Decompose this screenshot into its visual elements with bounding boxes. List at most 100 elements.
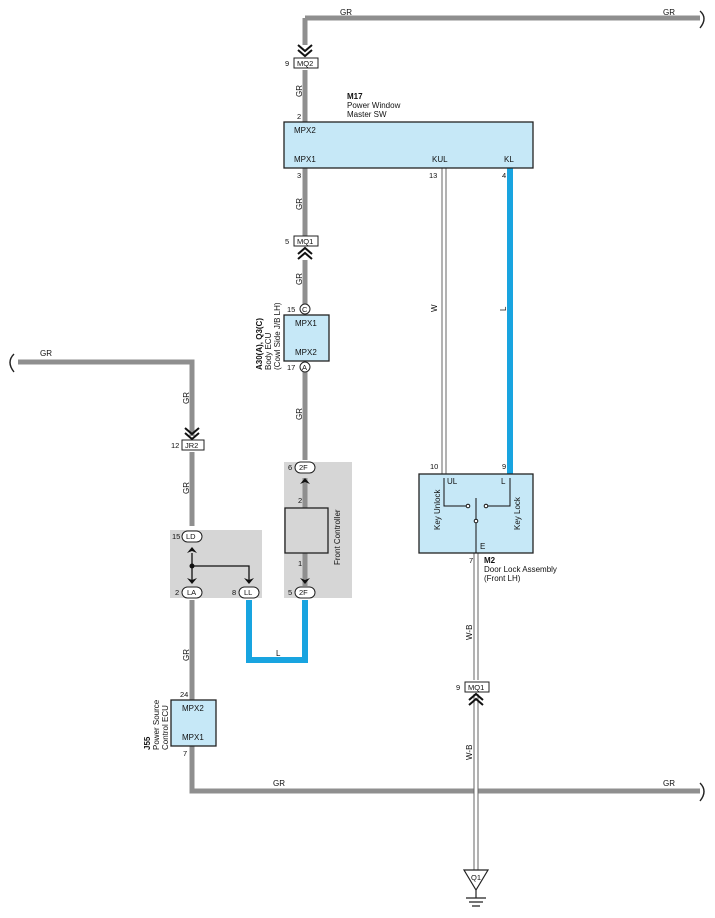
wire-label-l: L xyxy=(499,306,508,311)
junction-ll-label: LL xyxy=(244,588,252,597)
jr2-connector-arrow-icon xyxy=(184,427,200,441)
jr2-label: JR2 xyxy=(185,441,198,450)
front-controller-conn-top-label: 2F xyxy=(299,463,308,472)
j55-name-line2: Control ECU xyxy=(161,705,170,750)
junction-ld xyxy=(181,530,203,543)
junction-wire xyxy=(192,565,250,582)
front-controller-pin-top: 2 xyxy=(298,496,302,505)
wire-label-gr: GR xyxy=(40,349,52,358)
junction-la-pin-number: 2 xyxy=(175,588,179,597)
junction-ll-pin-number: 8 xyxy=(232,588,236,597)
junction-la-label: LA xyxy=(187,588,196,597)
m17-pin-kul: KUL xyxy=(432,155,448,164)
junction-ll-arrow-icon xyxy=(244,578,254,584)
front-controller-top-arrow-icon xyxy=(300,478,310,484)
mq2-connector-arrow-icon xyxy=(297,44,313,58)
j55-pin-number: 24 xyxy=(180,690,188,699)
body-ecu-code: A30(A), Q3(C) xyxy=(255,318,264,370)
wire-label-l: L xyxy=(276,649,281,658)
j55-pin-number: 7 xyxy=(183,749,187,758)
body-ecu-conn-a xyxy=(299,361,311,373)
junction-ld-label: LD xyxy=(186,532,196,541)
m17-name-line2: Master SW xyxy=(347,110,387,119)
body-ecu-pin-mpx2: MPX2 xyxy=(295,348,317,357)
m2-switch-pivot xyxy=(473,518,479,524)
body-ecu-pin-number: 17 xyxy=(287,363,295,372)
m17-pin-kl: KL xyxy=(504,155,514,164)
m17-power-window-master-sw xyxy=(283,121,534,169)
m2-pin-number: 9 xyxy=(502,462,506,471)
junction-ld-pin-number: 15 xyxy=(172,532,180,541)
m2-key-unlock-label: Key Unlock xyxy=(433,489,442,530)
front-controller-conn-top-number: 6 xyxy=(288,463,292,472)
ground-q1-label: Q1 xyxy=(471,873,481,882)
body-ecu-conn-c-label: C xyxy=(302,305,308,314)
junction-la-arrow-icon xyxy=(187,578,197,584)
l-wire-ll-2f xyxy=(246,600,308,663)
wire-label-gr: GR xyxy=(663,779,675,788)
m17-pin-number: 4 xyxy=(502,171,506,180)
junction-ll xyxy=(238,586,260,599)
m2-key-lock-label: Key Lock xyxy=(513,496,522,530)
mq1-upper-connector-arrow-icon xyxy=(297,246,313,260)
m17-name-line1: Power Window xyxy=(347,101,401,110)
wire-label-w: W xyxy=(430,304,439,312)
m2-pin-number: 10 xyxy=(430,462,438,471)
front-controller-name: Front Controller xyxy=(333,509,342,565)
body-ecu-name-line2: (Cowl Side J/B LH) xyxy=(273,302,282,370)
mq2-label: MQ2 xyxy=(297,59,313,68)
m17-pin-number: 3 xyxy=(297,171,301,180)
wire-label-gr: GR xyxy=(273,779,285,788)
jr2-connector xyxy=(181,439,205,451)
wire-label-gr: GR xyxy=(663,8,675,17)
body-ecu xyxy=(283,314,330,362)
wire-label-gr: GR xyxy=(295,408,304,420)
wire-label-gr: GR xyxy=(182,649,191,661)
j55-name-line1: Power Source xyxy=(152,699,161,750)
junction-dot xyxy=(189,563,195,569)
front-controller xyxy=(284,507,329,554)
mq1-lower-connector xyxy=(464,681,490,693)
gr-wire-bottom xyxy=(189,746,700,794)
j55-power-source-control-ecu xyxy=(170,699,217,747)
body-ecu-conn-a-label: A xyxy=(302,363,307,372)
mq1-upper-pin-number: 5 xyxy=(285,237,289,246)
m17-code: M17 xyxy=(347,92,363,101)
wire-label-gr: GR xyxy=(340,8,352,17)
front-controller-conn-bot xyxy=(294,586,316,599)
front-controller-bot-arrow-icon xyxy=(300,578,310,584)
m2-code: M2 xyxy=(484,556,496,565)
body-ecu-name-line1: Body ECU xyxy=(264,332,273,370)
mq2-pin-number: 9 xyxy=(285,59,289,68)
m2-pin-e: E xyxy=(480,542,485,551)
wire-label-wb: W-B xyxy=(465,625,474,640)
body-ecu-conn-c xyxy=(299,303,311,315)
front-controller-conn-bot-number: 5 xyxy=(288,588,292,597)
front-controller-conn-top xyxy=(294,461,316,474)
junction-la xyxy=(181,586,203,599)
mq1-lower-label: MQ1 xyxy=(468,683,484,692)
mq1-upper-connector xyxy=(293,235,319,247)
wire-label-gr: GR xyxy=(295,273,304,285)
wire-label-gr: GR xyxy=(182,392,191,404)
j55-pin-mpx1: MPX1 xyxy=(182,733,204,742)
front-controller-conn-bot-label: 2F xyxy=(299,588,308,597)
j55-code: J55 xyxy=(143,736,152,750)
m2-pin-l: L xyxy=(501,477,506,486)
m2-name-line1: Door Lock Assembly xyxy=(484,565,557,574)
m17-pin-mpx1: MPX1 xyxy=(294,155,316,164)
m2-pin-number: 7 xyxy=(469,556,473,565)
wire-label-wb: W-B xyxy=(465,745,474,760)
mq1-upper-label: MQ1 xyxy=(297,237,313,246)
ground-q1-connector xyxy=(462,869,490,892)
wire-break-bottom-right xyxy=(699,782,705,802)
ground-icon xyxy=(466,890,486,907)
m2-switch-contact xyxy=(465,503,471,509)
mq2-connector xyxy=(293,57,319,69)
m2-switch-contact xyxy=(483,503,489,509)
wire-label-gr: GR xyxy=(295,198,304,210)
j55-pin-mpx2: MPX2 xyxy=(182,704,204,713)
m2-name-line2: (Front LH) xyxy=(484,574,521,583)
wire-label-gr: GR xyxy=(182,482,191,494)
